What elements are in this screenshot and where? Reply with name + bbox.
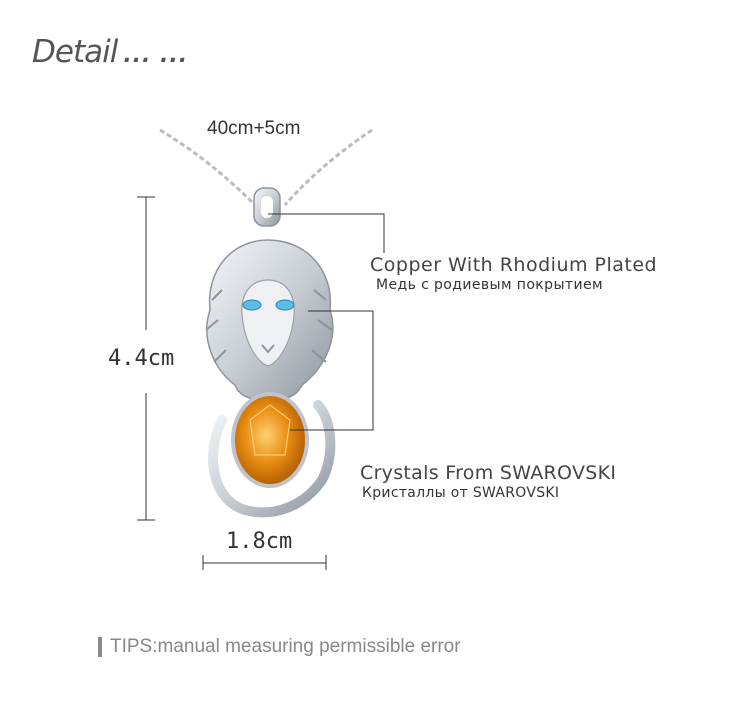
crystal-label-ru: Кристаллы от SWAROVSKI [362, 485, 560, 501]
lion-eye-left [242, 299, 262, 311]
tips-note: TIPS:manual measuring permissible error [98, 636, 461, 658]
tips-bar [98, 637, 102, 657]
height-label: 4.4cm [108, 346, 175, 371]
chain [159, 128, 373, 207]
width-dimension-line [202, 555, 327, 570]
material-callout-line [268, 213, 385, 253]
material-label-ru: Медь с родиевым покрытием [376, 277, 603, 293]
material-label-en: Copper With Rhodium Plated [370, 254, 658, 276]
chain-length-label: 40cm+5cm [207, 118, 301, 139]
title-text: Detail [32, 34, 118, 70]
swarovski-crystal [231, 392, 309, 488]
crystal-label-en: Crystals From SWAROVSKI [360, 462, 617, 484]
title-dots: ... ... [123, 43, 189, 68]
lion-eye-right [275, 299, 295, 311]
page-title: Detail... ... [32, 34, 188, 70]
height-dimension-line [137, 196, 155, 521]
pendant-ring [208, 400, 336, 518]
width-label: 1.8cm [226, 529, 293, 554]
crystal-callout-line [290, 310, 374, 431]
tips-text: TIPS:manual measuring permissible error [110, 636, 461, 657]
